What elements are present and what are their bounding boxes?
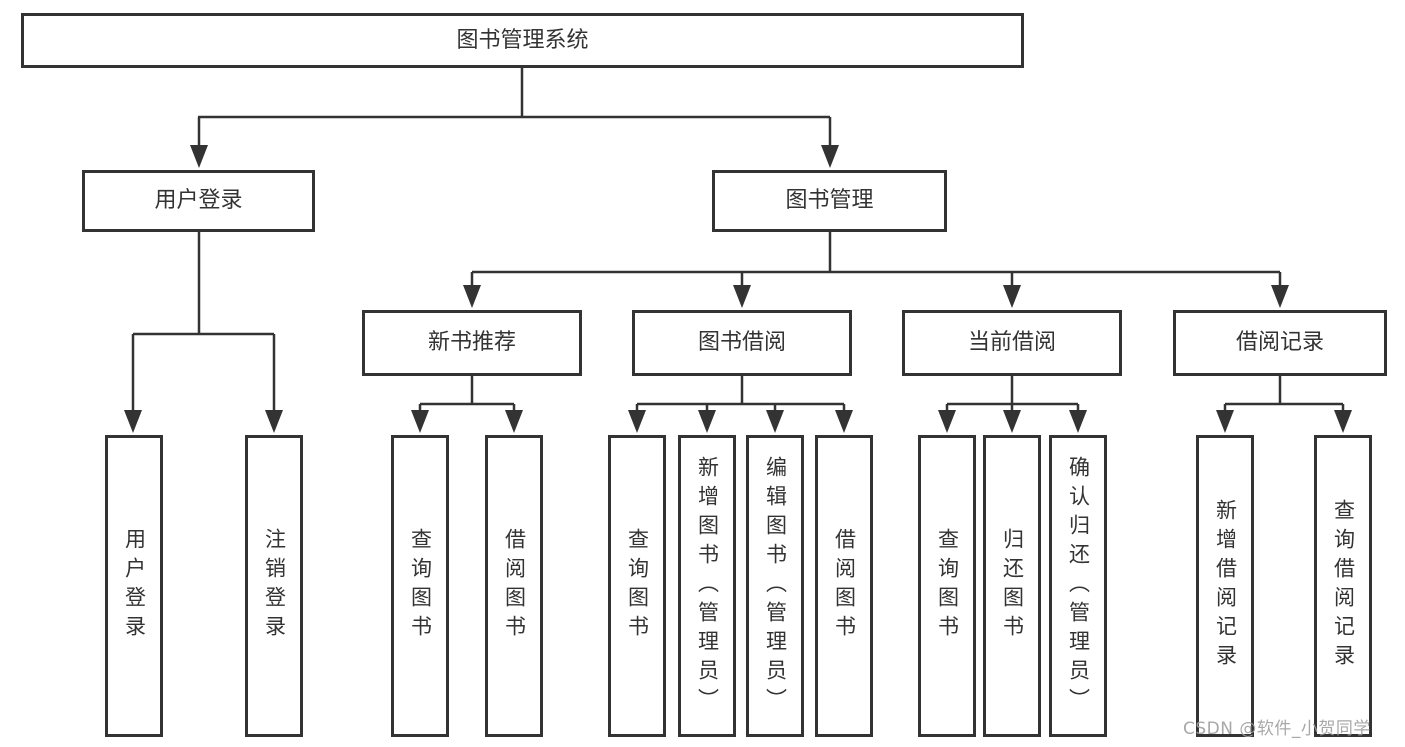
node-label: 新书推荐 <box>427 330 516 355</box>
arrowhead-icon <box>698 410 716 433</box>
node-label: 用户登录 <box>154 188 243 213</box>
leaf-label: 查询图书 <box>408 528 433 644</box>
leaf-confirm-return-admin: 确认归还（管理员） <box>1049 435 1107 737</box>
leaf-user-login: 用户登录 <box>105 435 163 737</box>
leaf-label: 查询图书 <box>935 528 960 644</box>
leaf-return-books: 归还图书 <box>983 435 1041 737</box>
leaf-label: 借阅图书 <box>502 528 527 644</box>
arrowhead-icon <box>1003 285 1021 308</box>
leaf-add-borrow-record: 新增借阅记录 <box>1196 435 1254 737</box>
leaf-label: 用户登录 <box>122 528 147 644</box>
leaf-label: 查询图书 <box>625 528 650 644</box>
arrowhead-icon <box>463 285 481 308</box>
leaf-query-books-recommend: 查询图书 <box>391 435 449 737</box>
arrowhead-icon <box>1003 410 1021 433</box>
leaf-label: 新增图书（管理员） <box>695 455 720 717</box>
node-label: 借阅记录 <box>1235 330 1324 355</box>
leaf-logout-login: 注销登录 <box>245 435 303 737</box>
node-new-book-recommend: 新书推荐 <box>362 310 582 376</box>
leaf-label: 新增借阅记录 <box>1213 499 1238 673</box>
leaf-label: 借阅图书 <box>832 528 857 644</box>
leaf-edit-books-admin: 编辑图书（管理员） <box>746 435 804 737</box>
csdn-watermark: CSDN @软件_小贺同学 <box>1183 719 1371 739</box>
leaf-label: 确认归还（管理员） <box>1066 455 1091 717</box>
leaf-query-borrow-record: 查询借阅记录 <box>1314 435 1372 737</box>
node-current-borrowing: 当前借阅 <box>902 310 1122 376</box>
node-book-management: 图书管理 <box>712 170 947 232</box>
leaf-add-books-admin: 新增图书（管理员） <box>678 435 736 737</box>
arrowhead-icon <box>1271 285 1289 308</box>
leaf-query-books-current: 查询图书 <box>918 435 976 737</box>
arrowhead-icon <box>1069 410 1087 433</box>
arrowhead-icon <box>265 410 283 433</box>
arrowhead-icon <box>1216 410 1234 433</box>
arrowhead-icon <box>821 145 839 168</box>
node-book-borrowing: 图书借阅 <box>632 310 852 376</box>
leaf-label: 归还图书 <box>1000 528 1025 644</box>
arrowhead-icon <box>628 410 646 433</box>
node-user-login: 用户登录 <box>82 170 315 232</box>
arrowhead-icon <box>1334 410 1352 433</box>
leaf-label: 编辑图书（管理员） <box>763 455 788 717</box>
leaf-query-books-borrowing: 查询图书 <box>608 435 666 737</box>
arrowhead-icon <box>938 410 956 433</box>
arrowhead-icon <box>733 285 751 308</box>
arrowhead-icon <box>835 410 853 433</box>
arrowhead-icon <box>124 410 142 433</box>
node-label: 图书管理系统 <box>456 27 589 53</box>
arrowhead-icon <box>411 410 429 433</box>
leaf-label: 注销登录 <box>262 528 287 644</box>
leaf-label: 查询借阅记录 <box>1331 499 1356 673</box>
node-label: 图书管理 <box>785 188 874 213</box>
arrowhead-icon <box>190 145 208 168</box>
node-label: 当前借阅 <box>967 330 1056 355</box>
node-library-management-system: 图书管理系统 <box>21 13 1024 68</box>
node-label: 图书借阅 <box>697 330 786 355</box>
leaf-borrow-books-borrowing: 借阅图书 <box>815 435 873 737</box>
node-borrowing-records: 借阅记录 <box>1173 310 1387 376</box>
leaf-borrow-books-recommend: 借阅图书 <box>485 435 543 737</box>
arrowhead-icon <box>766 410 784 433</box>
arrowhead-icon <box>505 410 523 433</box>
